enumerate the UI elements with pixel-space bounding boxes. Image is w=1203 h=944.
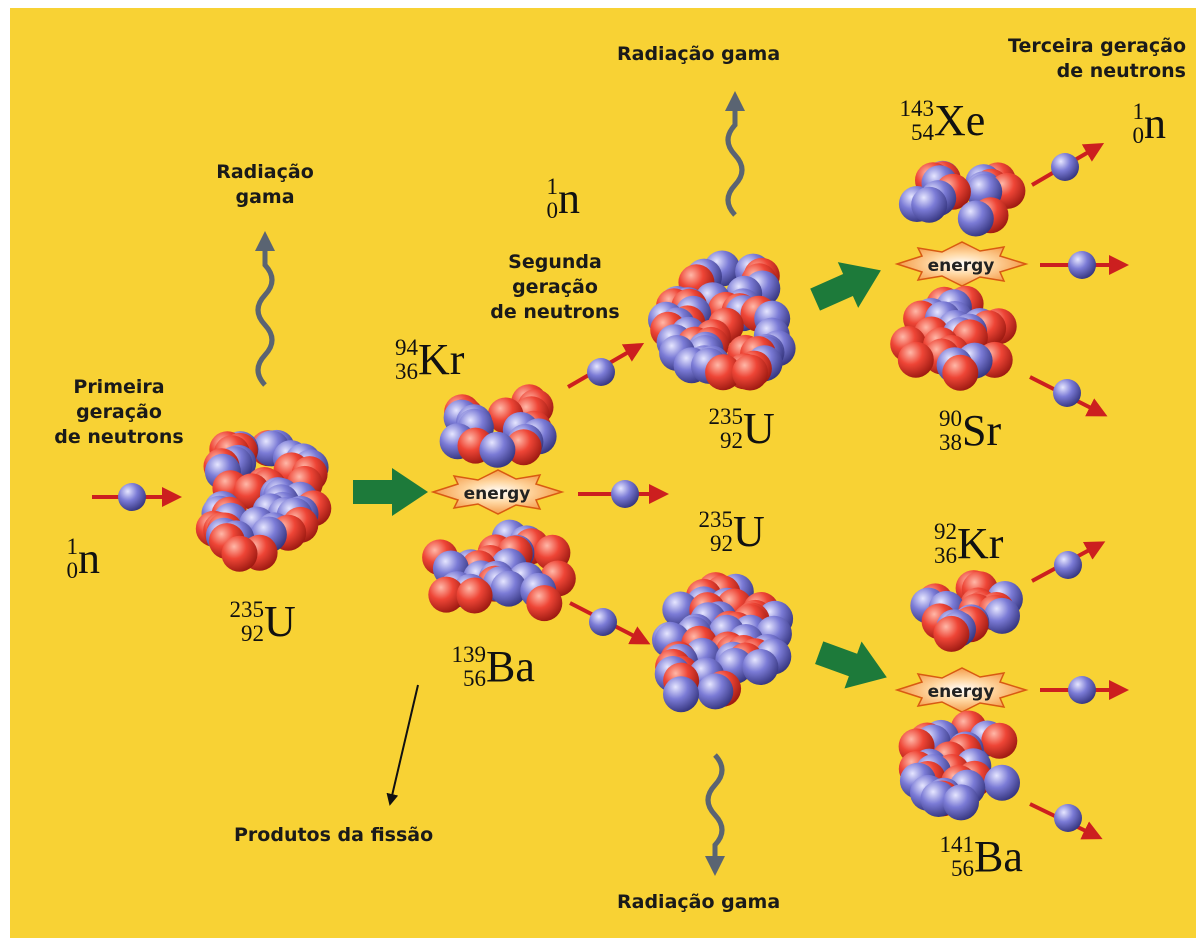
- gamma-radiation-label-bottom: Radiação gama: [617, 891, 781, 913]
- proton: [505, 429, 542, 466]
- second-generation-label: Segunda geração de neutrons: [490, 251, 620, 323]
- neutron: [1053, 379, 1081, 407]
- neutron: [118, 483, 146, 511]
- energy-label: energy: [928, 256, 995, 276]
- strontium-90-nucleus: [890, 285, 1017, 391]
- neutron: [742, 649, 779, 685]
- barium-139-nucleus: [422, 519, 576, 622]
- neutron: [587, 358, 615, 386]
- neutron: [1068, 251, 1096, 279]
- proton: [732, 354, 768, 391]
- fission-arrow: [353, 468, 428, 516]
- neutron: [911, 186, 948, 223]
- fission-products-label: Produtos da fissão: [234, 824, 434, 846]
- uranium-235-nucleus: [648, 250, 796, 391]
- proton: [981, 722, 1018, 759]
- third-generation-label: Terceira geração de neutrons: [1008, 35, 1186, 82]
- proton: [221, 535, 258, 572]
- proton: [428, 576, 465, 613]
- neutron: [490, 570, 527, 607]
- neutron: [697, 673, 734, 710]
- krypton-92-nucleus: [910, 570, 1023, 652]
- uranium-235-nucleus: [195, 429, 332, 572]
- gamma-ray-top: [725, 91, 745, 217]
- proton: [705, 354, 742, 391]
- gamma-radiation-label-left: Radiação gama: [216, 161, 314, 208]
- neutron: [984, 597, 1020, 634]
- neutron: [589, 608, 617, 636]
- fission-arrow: [810, 262, 881, 311]
- energy-label: energy: [928, 682, 995, 702]
- fission-arrow: [815, 641, 887, 689]
- proton: [942, 354, 979, 391]
- neutron: [1051, 153, 1079, 181]
- barium-141-nucleus: [898, 710, 1020, 821]
- energy-burst-lower: energy: [894, 667, 1029, 713]
- neutron: [1054, 551, 1082, 579]
- proton: [897, 341, 934, 378]
- neutron: [984, 764, 1020, 801]
- energy-burst-upper: energy: [894, 241, 1029, 287]
- uranium-235-nucleus: [652, 572, 794, 713]
- first-generation-label: Primeira geração de neutrons: [54, 376, 184, 448]
- neutron: [1068, 676, 1096, 704]
- proton: [526, 585, 563, 622]
- neutron: [957, 200, 994, 237]
- neutron: [479, 431, 516, 468]
- proton: [456, 577, 493, 614]
- gamma-ray-bottom: [705, 753, 725, 876]
- xenon-143-nucleus: [898, 160, 1026, 237]
- neutron: [611, 480, 639, 508]
- neutron: [663, 676, 699, 713]
- neutron: [1054, 804, 1082, 832]
- fission-products-pointer: [386, 684, 419, 806]
- gamma-radiation-label-top: Radiação gama: [617, 43, 781, 65]
- proton: [933, 615, 970, 652]
- energy-label: energy: [464, 484, 531, 504]
- krypton-94-nucleus: [439, 384, 557, 468]
- gamma-ray-left: [255, 231, 275, 387]
- neutron: [943, 784, 979, 821]
- energy-burst-first: energy: [430, 469, 565, 515]
